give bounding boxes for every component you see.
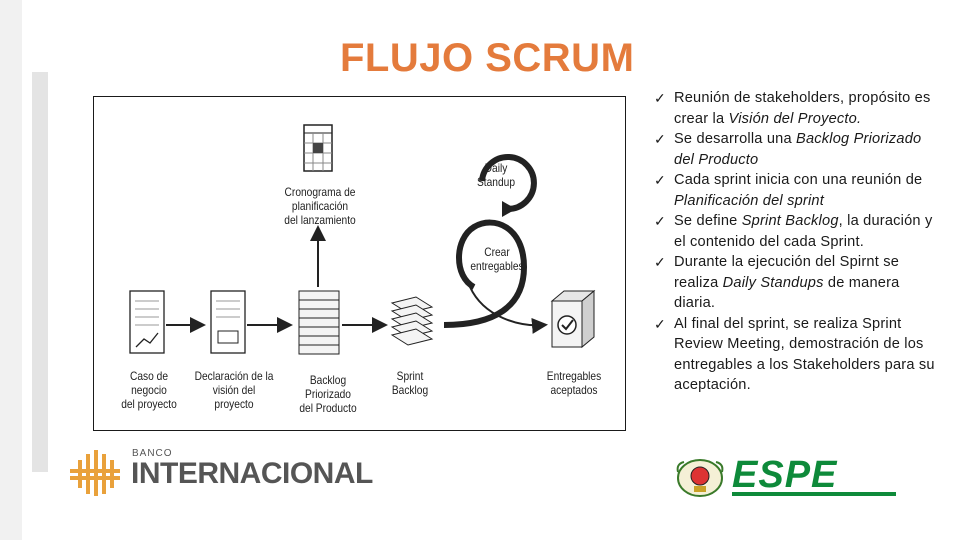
daily-cycle-arrow <box>479 154 537 212</box>
slide-title: FLUJO SCRUM <box>340 36 635 80</box>
check-icon: ✓ <box>654 213 666 229</box>
label-cronograma: Cronograma de planificación del lanzamie… <box>284 185 356 227</box>
label-daily-standup: Daily Standup <box>476 161 516 189</box>
label-entregables-aceptados: Entregables aceptados <box>546 369 602 397</box>
arrow-4 <box>469 286 548 334</box>
sprint-backlog-stack-icon <box>390 296 434 346</box>
banco-internacional-logo: BANCO INTERNACIONAL <box>70 448 373 498</box>
calendar-icon <box>303 124 333 172</box>
espe-wordmark: ESPE <box>732 454 838 496</box>
left-accent-bar <box>32 72 48 472</box>
check-icon: ✓ <box>654 254 666 270</box>
check-icon: ✓ <box>654 315 666 332</box>
label-sprint-backlog: Sprint Backlog <box>391 369 429 397</box>
label-declaracion-vision: Declaración de la visión del proyecto <box>194 369 274 411</box>
label-crear-entregables: Crear entregables <box>470 245 524 273</box>
bullet-item: ✓Durante la ejecución del Spirnt se real… <box>654 254 900 311</box>
check-icon: ✓ <box>654 90 666 106</box>
check-icon: ✓ <box>654 131 666 147</box>
bullet-item: ✓Cada sprint inicia con una reunión de P… <box>654 172 923 209</box>
bullet-item: ✓Al final del sprint, se realiza Sprint … <box>654 315 935 394</box>
bullet-item: ✓Reunión de stakeholders, propósito es c… <box>654 90 931 127</box>
sprint-cycle-arrow <box>443 219 528 328</box>
left-edge-bar <box>0 0 22 540</box>
check-icon: ✓ <box>654 172 666 188</box>
bullet-item: ✓Se define Sprint Backlog, la duración y… <box>654 213 933 250</box>
product-backlog-stack-icon <box>298 290 340 355</box>
espe-underline <box>732 492 896 496</box>
label-caso-negocio: Caso de negocio del proyecto <box>121 369 177 411</box>
bullet-item: ✓Se desarrolla una Backlog Priorizado de… <box>654 131 922 168</box>
label-backlog-priorizado: Backlog Priorizado del Producto <box>299 373 357 415</box>
espe-seal-icon <box>676 459 724 497</box>
bullet-list: ✓Reunión de stakeholders, propósito es c… <box>652 88 944 396</box>
accepted-deliverables-icon <box>550 289 596 349</box>
vision-doc-icon <box>210 290 246 354</box>
banco-label: BANCO <box>132 448 173 459</box>
diagram-graphics <box>129 124 596 355</box>
espe-logo: ESPE <box>674 454 899 502</box>
scrum-flow-diagram: Cronograma de planificación del lanzamie… <box>93 96 626 431</box>
business-case-doc-icon <box>129 290 165 354</box>
banco-internacional-mark-icon <box>70 450 120 496</box>
internacional-label: INTERNACIONAL <box>131 457 373 490</box>
